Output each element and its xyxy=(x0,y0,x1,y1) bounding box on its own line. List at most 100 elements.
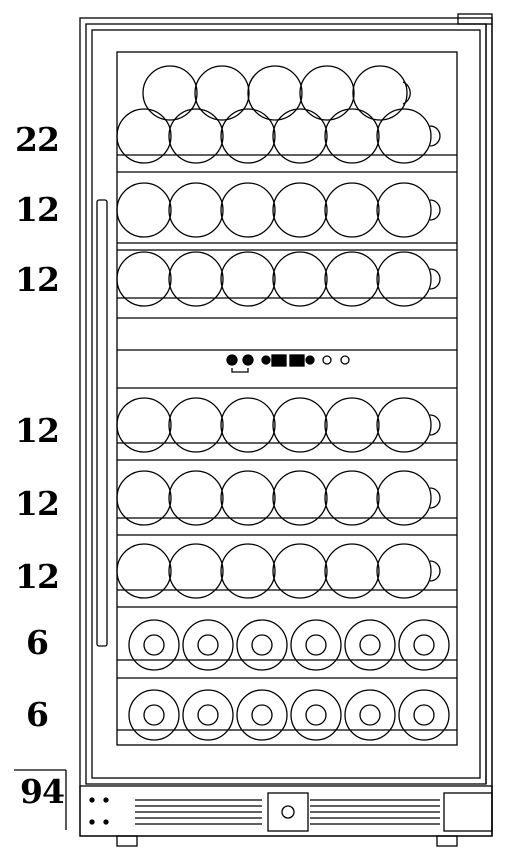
lock-plate xyxy=(267,792,309,832)
shelf-capacity-label: 6 xyxy=(26,695,49,734)
side-vent xyxy=(443,792,493,832)
bottle xyxy=(324,470,380,526)
temperature-display xyxy=(289,354,305,367)
bottle xyxy=(376,108,432,164)
bottle-neck xyxy=(429,268,441,290)
bottle xyxy=(116,182,172,238)
bottle-end xyxy=(182,689,234,741)
bottle xyxy=(272,108,328,164)
indicator-dot xyxy=(103,819,109,825)
bottle-end xyxy=(236,689,288,741)
bottle-end xyxy=(128,689,180,741)
bottle-end xyxy=(290,619,342,671)
bottle xyxy=(220,470,276,526)
bottle xyxy=(168,182,224,238)
bottle-end-inner xyxy=(359,704,381,726)
indicator-dot xyxy=(89,819,95,825)
bottle-end xyxy=(398,689,450,741)
bottle xyxy=(352,65,408,121)
bottle xyxy=(116,397,172,453)
control-button xyxy=(340,355,350,365)
shelf-1-bottom-row xyxy=(116,108,441,164)
bottle-end-inner xyxy=(251,634,273,656)
shelf-capacity-label: 12 xyxy=(15,557,60,596)
bottle-end-inner xyxy=(413,704,435,726)
bottle-end xyxy=(344,619,396,671)
indicator-dot xyxy=(103,797,109,803)
bottle-end-inner xyxy=(197,704,219,726)
shelf-7-row xyxy=(128,619,450,671)
bottle xyxy=(324,182,380,238)
bottle xyxy=(376,251,432,307)
shelf-1-top-row xyxy=(142,65,411,121)
foot xyxy=(436,835,458,847)
glass-window xyxy=(116,51,458,746)
bottle xyxy=(168,543,224,599)
bottle xyxy=(324,251,380,307)
shelf-capacity-label: 12 xyxy=(15,411,60,450)
bottle xyxy=(272,397,328,453)
bottle-end-inner xyxy=(359,634,381,656)
bottle xyxy=(220,397,276,453)
door-frame-inner xyxy=(91,29,481,779)
control-button xyxy=(322,355,332,365)
control-button xyxy=(226,354,238,366)
bottle xyxy=(324,397,380,453)
bottle-neck xyxy=(429,125,441,147)
bottle-end-inner xyxy=(197,634,219,656)
bottle xyxy=(247,65,303,121)
shelf-capacity-label: 12 xyxy=(15,190,60,229)
shelf-capacity-label: 22 xyxy=(15,120,60,159)
bottle-end xyxy=(128,619,180,671)
bottle xyxy=(272,182,328,238)
bottle xyxy=(168,470,224,526)
shelf-2-row xyxy=(116,182,441,238)
bottle xyxy=(376,397,432,453)
bottle xyxy=(142,65,198,121)
bottle xyxy=(220,543,276,599)
bottle xyxy=(376,470,432,526)
bottle xyxy=(116,251,172,307)
bottle xyxy=(194,65,250,121)
lock-link xyxy=(231,368,249,373)
bottle xyxy=(272,543,328,599)
bottle xyxy=(220,108,276,164)
bottle-neck xyxy=(429,487,441,509)
bottle-end xyxy=(344,689,396,741)
bottle xyxy=(324,108,380,164)
shelf-capacity-label: 6 xyxy=(26,623,49,662)
bottle xyxy=(272,251,328,307)
indicator-dot xyxy=(89,797,95,803)
bottle-end xyxy=(182,619,234,671)
bottle xyxy=(272,470,328,526)
foot xyxy=(116,835,138,847)
control-panel xyxy=(226,354,350,373)
top-hinge xyxy=(457,13,493,25)
bottle xyxy=(299,65,355,121)
shelf-8-row xyxy=(128,689,450,741)
bottle-end-inner xyxy=(305,704,327,726)
bottle xyxy=(168,397,224,453)
shelf-6-row xyxy=(116,543,441,599)
control-button xyxy=(261,355,271,365)
control-button xyxy=(242,354,254,366)
bottle xyxy=(376,543,432,599)
temperature-display xyxy=(271,354,287,367)
shelf-5-row xyxy=(116,470,441,526)
bottle xyxy=(376,182,432,238)
bottle xyxy=(168,251,224,307)
base-grille xyxy=(79,785,493,837)
bottle xyxy=(220,251,276,307)
bottle xyxy=(116,108,172,164)
bottle-end xyxy=(236,619,288,671)
bottle-end-inner xyxy=(251,704,273,726)
bottle xyxy=(220,182,276,238)
shelf-3-row xyxy=(116,251,441,307)
total-capacity-label: 94 xyxy=(20,772,65,811)
bottle xyxy=(168,108,224,164)
bottle xyxy=(116,543,172,599)
shelf-capacity-label: 12 xyxy=(15,484,60,523)
lock-icon xyxy=(281,805,295,819)
